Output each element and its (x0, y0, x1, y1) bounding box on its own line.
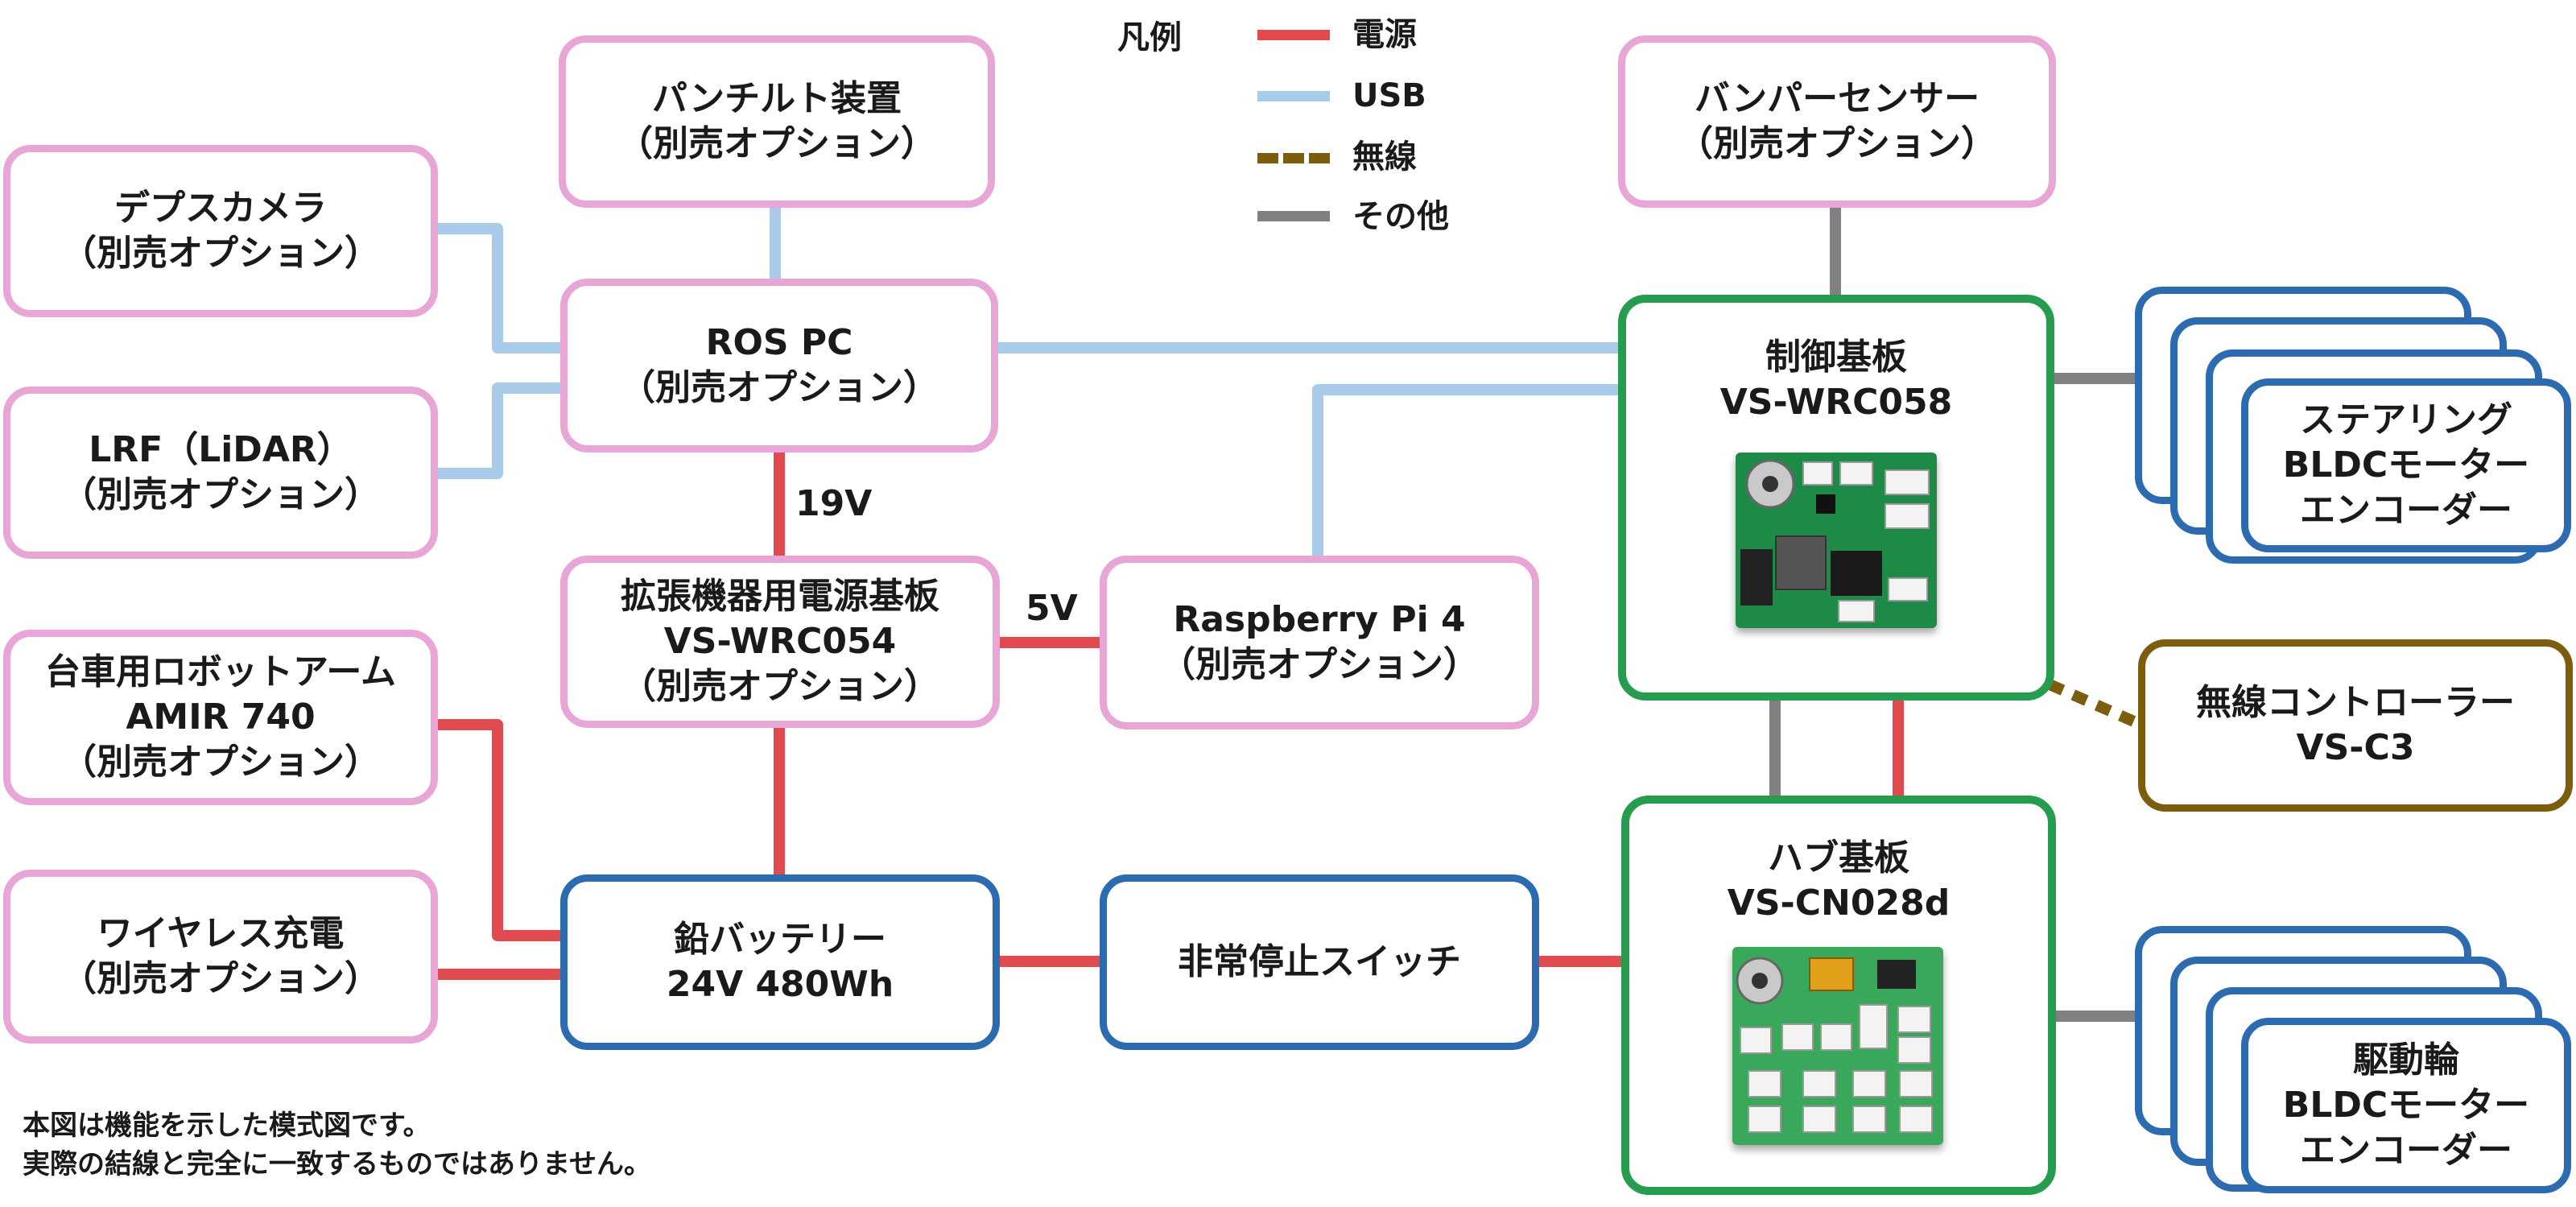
raspberry-pi-option: （別売オプション） (1160, 644, 1479, 685)
wireless-charger-name: ワイヤレス充電 (97, 913, 345, 954)
legend-label-other: その他 (1352, 198, 1449, 235)
battery-spec: 24V 480Wh (666, 964, 894, 1005)
robot-arm-box: 台車用ロボットアーム AMIR 740 （別売オプション） (3, 630, 438, 805)
control-board-name: 制御基板 (1765, 337, 1907, 378)
drive-motor-title: 駆動輪 (2353, 1040, 2459, 1081)
battery-box: 鉛バッテリー 24V 480Wh (560, 874, 1000, 1050)
hub-board-photo (1732, 947, 1943, 1145)
voltage-label-19v: 19V (795, 483, 873, 524)
legend-label-usb: USB (1352, 77, 1426, 114)
raspberry-pi-name: Raspberry Pi 4 (1173, 599, 1466, 640)
raspberry-pi-box: Raspberry Pi 4 （別売オプション） (1100, 556, 1539, 730)
drive-motor-box: 駆動輪 BLDCモーター エンコーダー (2241, 1018, 2571, 1193)
depth-camera-name: デプスカメラ (114, 188, 327, 229)
pantilt-box: パンチルト装置 （別売オプション） (559, 35, 995, 208)
legend-swatch-power (1257, 30, 1330, 40)
wireless-charger-option: （別売オプション） (61, 958, 380, 999)
bumper-sensor-option: （別売オプション） (1678, 123, 1996, 164)
steering-motor-encoder: エンコーダー (2300, 490, 2512, 531)
wireless-controller-model: VS-C3 (2296, 727, 2415, 768)
emergency-stop-box: 非常停止スイッチ (1100, 874, 1539, 1050)
power-board-name: 拡張機器用電源基板 (621, 576, 939, 617)
power-board-model: VS-WRC054 (663, 621, 897, 662)
legend-swatch-other (1257, 211, 1330, 221)
note-line-1: 本図は機能を示した模式図です。 (23, 1110, 431, 1142)
steering-motor-type: BLDCモーター (2282, 444, 2530, 486)
power-board-option: （別売オプション） (621, 666, 939, 707)
bumper-sensor-box: バンパーセンサー （別売オプション） (1618, 35, 2056, 208)
legend-swatch-wireless (1257, 153, 1330, 163)
depth-camera-option: （別売オプション） (61, 233, 380, 274)
hub-board-model: VS-CN028d (1727, 883, 1951, 924)
lrf-name: LRF（LiDAR） (89, 429, 353, 470)
power-wire-arm-battery (433, 719, 564, 941)
wireless-link-control-controller (2047, 679, 2144, 730)
hub-board-name: ハブ基板 (1768, 837, 1909, 878)
voltage-label-5v: 5V (1026, 588, 1078, 629)
usb-wire-raspi-control (1312, 384, 1622, 560)
robot-arm-model: AMIR 740 (126, 697, 316, 738)
power-board-box: 拡張機器用電源基板 VS-WRC054 （別売オプション） (560, 556, 1000, 728)
robot-arm-option: （別売オプション） (61, 742, 380, 783)
bumper-sensor-name: バンパーセンサー (1694, 78, 1980, 119)
emergency-stop-name: 非常停止スイッチ (1178, 941, 1461, 982)
depth-camera-box: デプスカメラ （別売オプション） (3, 145, 438, 317)
drive-motor-type: BLDCモーター (2282, 1085, 2530, 1126)
steering-motor-title: ステアリング (2300, 399, 2512, 440)
note-line-2: 実際の結線と完全に一致するものではありません。 (23, 1148, 651, 1180)
usb-wire-depth-rospc (433, 223, 564, 353)
control-board-model: VS-WRC058 (1719, 382, 1953, 423)
robot-arm-name: 台車用ロボットアーム (44, 651, 397, 692)
drive-motor-encoder: エンコーダー (2300, 1130, 2512, 1171)
usb-wire-lrf-rospc (433, 382, 564, 479)
wireless-controller-box: 無線コントローラー VS-C3 (2138, 639, 2573, 812)
pantilt-name: パンチルト装置 (651, 78, 902, 119)
steering-motor-box: ステアリング BLDCモーター エンコーダー (2241, 378, 2571, 552)
legend-label-wireless: 無線 (1352, 138, 1417, 176)
control-board-photo (1736, 453, 1937, 628)
wireless-charger-box: ワイヤレス充電 （別売オプション） (3, 870, 438, 1044)
battery-name: 鉛バッテリー (674, 919, 886, 960)
ros-pc-option: （別売オプション） (620, 367, 939, 408)
legend-swatch-usb (1257, 91, 1330, 101)
ros-pc-name: ROS PC (705, 322, 853, 363)
legend-title: 凡例 (1117, 19, 1182, 56)
ros-pc-box: ROS PC （別売オプション） (560, 279, 998, 453)
wireless-controller-name: 無線コントローラー (2196, 682, 2515, 723)
lrf-box: LRF（LiDAR） （別売オプション） (3, 386, 438, 559)
legend-label-power: 電源 (1352, 16, 1417, 53)
pantilt-option: （別売オプション） (617, 123, 936, 164)
lrf-option: （別売オプション） (61, 474, 380, 515)
